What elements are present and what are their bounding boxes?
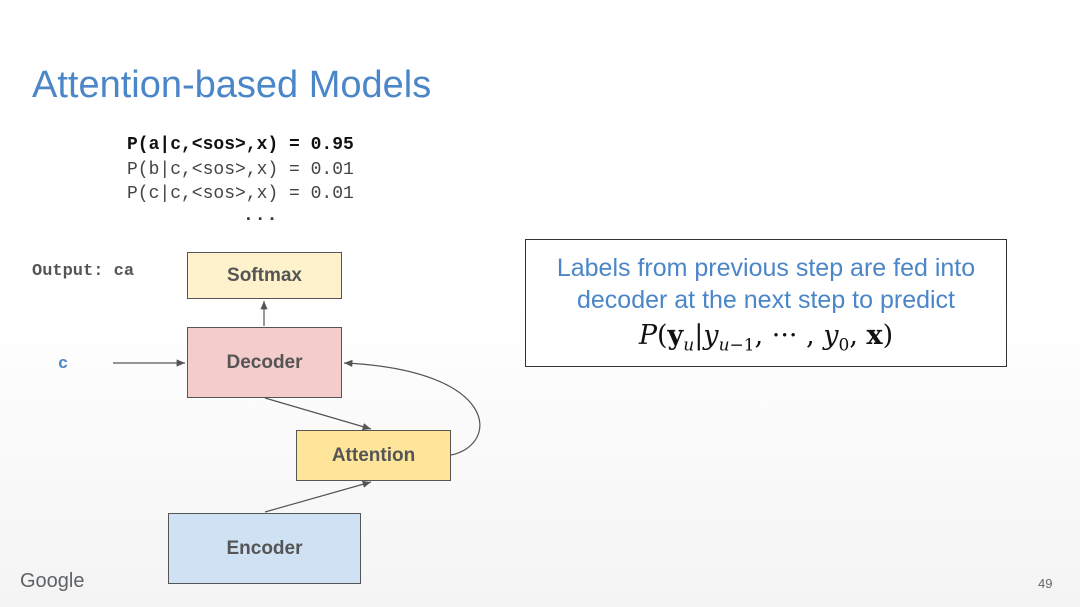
- arrow-encoder-to-attention: [264, 480, 372, 513]
- decoder-label: Decoder: [226, 351, 303, 373]
- note-line-2: decoder at the next step to predict: [576, 286, 955, 314]
- page-number: 49: [1038, 576, 1053, 591]
- probability-line-1: P(a|c,<sos>,x) = 0.95: [127, 135, 354, 155]
- output-label: Output: ca: [32, 262, 135, 281]
- input-label: c: [58, 355, 69, 374]
- arrow-attention-to-decoder: [343, 359, 481, 456]
- softmax-label: Softmax: [227, 264, 302, 286]
- slide-title: Attention-based Models: [32, 64, 432, 106]
- ellipsis: ...: [243, 206, 279, 226]
- google-logo: Google: [20, 570, 85, 592]
- attention-label: Attention: [331, 444, 416, 466]
- probability-line-3: P(c|c,<sos>,x) = 0.01: [127, 184, 354, 204]
- softmax-box: Softmax: [187, 252, 342, 299]
- encoder-box: Encoder: [168, 513, 361, 584]
- arrow-decoder-to-attention: [264, 397, 372, 431]
- decoder-box: Decoder: [187, 327, 342, 398]
- probability-line-2: P(b|c,<sos>,x) = 0.01: [127, 160, 354, 180]
- formula: P(yu|yu−1, ··· , y0, x): [638, 320, 894, 356]
- encoder-label: Encoder: [226, 537, 303, 559]
- note-box: Labels from previous step are fed into d…: [525, 239, 1007, 367]
- note-line-1: Labels from previous step are fed into: [556, 254, 976, 282]
- attention-box: Attention: [296, 430, 451, 481]
